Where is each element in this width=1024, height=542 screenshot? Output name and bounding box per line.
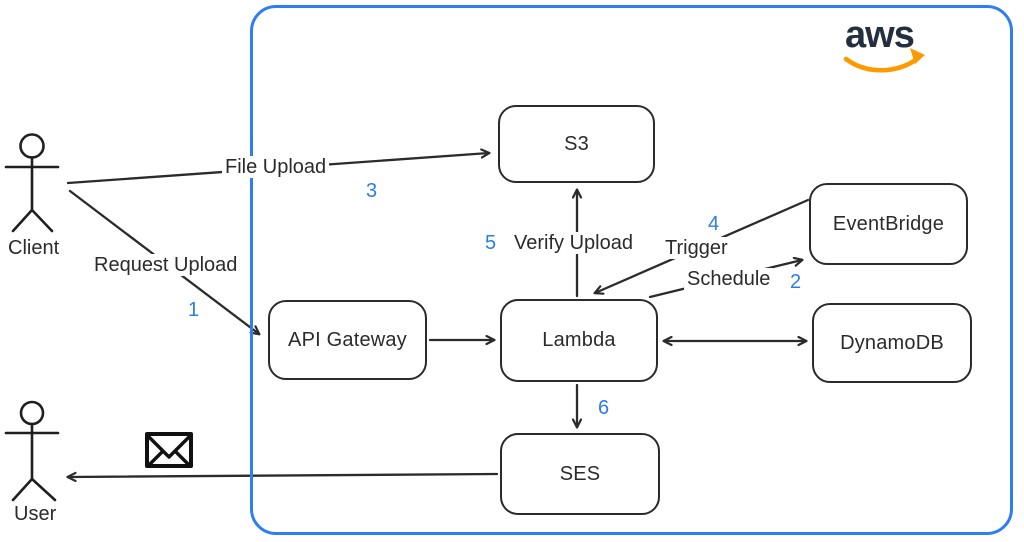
- edge-label-verify-upload: Verify Upload: [511, 232, 636, 254]
- node-s3-label: S3: [564, 132, 589, 155]
- edge-label-schedule: Schedule: [684, 268, 774, 290]
- node-api-gateway-label: API Gateway: [288, 328, 407, 351]
- node-dynamodb-label: DynamoDB: [840, 331, 944, 354]
- step-number-4: 4: [706, 213, 722, 235]
- person-stick-figure-icon: [4, 400, 60, 502]
- step-number-2: 2: [788, 271, 804, 293]
- aws-logo: aws: [845, 14, 915, 56]
- edge-ses-to-user: [68, 474, 499, 477]
- node-dynamodb: DynamoDB: [812, 303, 972, 383]
- node-ses: SES: [500, 433, 660, 515]
- node-ses-label: SES: [559, 462, 601, 485]
- node-eventbridge-label: EventBridge: [832, 212, 945, 235]
- edge-label-file-upload: File Upload: [222, 156, 330, 178]
- node-lambda: Lambda: [500, 299, 658, 382]
- edge-label-request-upload: Request Upload: [91, 254, 241, 276]
- node-api-gateway: API Gateway: [268, 300, 427, 380]
- aws-smile-arrow-icon: [843, 48, 925, 73]
- client-label: Client: [8, 237, 60, 259]
- step-number-5: 5: [483, 232, 499, 254]
- edge-label-trigger: Trigger: [662, 237, 731, 259]
- aws-cloud-boundary: [250, 5, 1013, 535]
- node-eventbridge: EventBridge: [809, 183, 968, 265]
- node-s3: S3: [498, 105, 655, 183]
- node-lambda-label: Lambda: [542, 329, 616, 351]
- person-stick-figure-icon: [4, 133, 60, 233]
- step-number-6: 6: [596, 397, 612, 419]
- envelope-icon: [145, 432, 193, 468]
- step-number-1: 1: [186, 299, 202, 321]
- user-label: User: [14, 503, 57, 525]
- step-number-3: 3: [364, 180, 380, 202]
